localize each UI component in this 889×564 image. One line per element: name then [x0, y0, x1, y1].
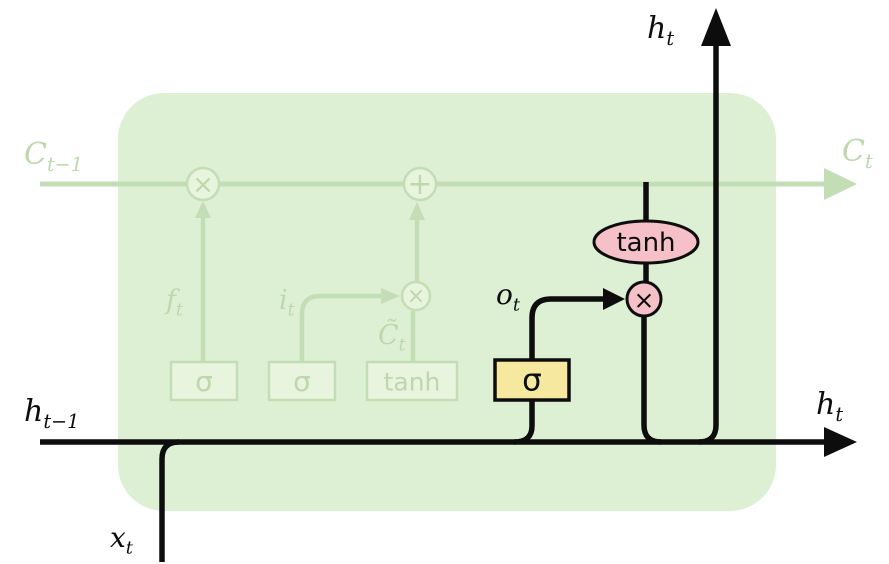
label-h-top: ht	[647, 11, 675, 50]
label-h-prev: ht−1	[24, 394, 80, 433]
label-h-top-base: h	[647, 11, 667, 46]
candidate-multiply-glyph: ×	[406, 284, 426, 309]
hidden-to-top-line	[698, 44, 719, 445]
label-c-next-base: C	[842, 134, 865, 169]
label-h-top-sub: t	[666, 27, 675, 50]
input-x-line	[159, 439, 180, 562]
output-sigma-label: σ	[522, 362, 542, 399]
label-c-tilde: C̃t	[378, 322, 406, 355]
label-c-next: Ct	[842, 134, 873, 173]
forget-gate-arrowhead	[195, 201, 211, 218]
label-f-gate-base: f	[166, 285, 176, 316]
output-gate-branch-line	[513, 400, 535, 445]
output-sigma-box	[493, 358, 571, 402]
label-c-tilde-base: C̃	[378, 320, 399, 351]
label-h-prev-base: h	[24, 394, 44, 429]
output-multiply-circle	[625, 280, 663, 318]
label-o-gate: ot	[496, 281, 520, 315]
label-h-right-base: h	[816, 387, 836, 422]
label-i-gate: it	[279, 287, 295, 320]
cell-state-arrowhead	[824, 168, 857, 200]
label-f-gate: ft	[166, 287, 183, 320]
label-o-gate-sub: t	[512, 294, 521, 316]
lstm-cell-body	[118, 93, 776, 511]
input-gate-line	[299, 293, 382, 362]
output-gate-to-multiply-line	[529, 296, 604, 360]
label-f-gate-sub: t	[176, 300, 183, 321]
label-c-tilde-sub: t	[398, 335, 406, 356]
add-circle	[402, 166, 438, 202]
candidate-multiply-circle	[400, 280, 432, 312]
output-tanh-label: tanh	[616, 228, 676, 258]
forget-multiply-glyph: ×	[192, 170, 214, 200]
add-glyph: +	[407, 167, 433, 202]
label-i-gate-sub: t	[287, 300, 295, 321]
label-c-prev-sub: t−1	[46, 153, 83, 176]
input-sigma-box	[267, 360, 337, 402]
label-i-gate-base: i	[279, 285, 288, 316]
output-tanh-oval	[592, 219, 700, 265]
candidate-tanh-label: tanh	[383, 367, 441, 397]
output-multiply-glyph: ×	[633, 285, 655, 315]
label-c-prev: Ct−1	[24, 137, 83, 176]
label-h-prev-sub: t−1	[43, 410, 80, 433]
label-c-prev-base: C	[24, 137, 47, 172]
label-h-right-sub: t	[835, 403, 844, 426]
output-gate-arrowhead	[603, 288, 625, 310]
label-c-next-sub: t	[864, 150, 873, 173]
input-sigma-label: σ	[293, 365, 311, 398]
hidden-top-arrowhead	[701, 8, 731, 46]
forget-multiply-circle	[185, 166, 221, 202]
label-x-input-base: x	[110, 521, 126, 554]
candidate-add-arrowhead	[409, 202, 425, 220]
multiply-to-hidden-line	[641, 316, 662, 445]
input-gate-arrowhead	[381, 288, 400, 304]
label-o-gate-base: o	[496, 278, 513, 311]
label-x-input-sub: t	[125, 537, 133, 559]
label-h-right: ht	[816, 387, 844, 426]
forget-sigma-label: σ	[195, 365, 213, 398]
hidden-state-arrowhead	[824, 427, 857, 457]
label-x-input: xt	[110, 524, 133, 558]
forget-sigma-box	[169, 360, 239, 402]
candidate-tanh-box	[365, 360, 459, 402]
